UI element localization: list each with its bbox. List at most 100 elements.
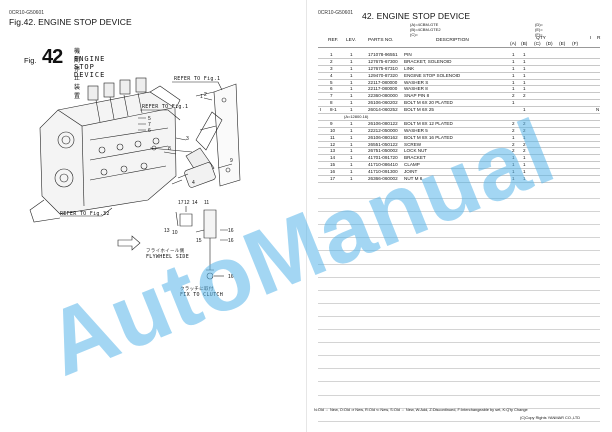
cell-ref: 16 (330, 169, 336, 175)
cell-desc: LOCK NUT (404, 148, 428, 154)
cell-part: 26014-060252 (368, 107, 398, 113)
variant-d: (D)= (535, 22, 543, 27)
empty-row (318, 330, 600, 344)
cell-b: 1 (523, 86, 526, 92)
cell-r: N (596, 107, 600, 113)
cell-b: 2 (523, 148, 526, 154)
cell-part: 171078-96551 (368, 52, 398, 57)
callout-refer-fig1-mid: REFER TO Fig.1 (142, 104, 189, 110)
cell-ref: 8 (330, 100, 333, 106)
cell-desc: SNAP PIN 8 (404, 93, 430, 99)
part-label-7: 7 (148, 122, 151, 128)
model-variants-right: (D)= (E)= (F)= (535, 22, 543, 37)
cell-lev: 1 (350, 93, 353, 99)
cell-lev: 1 (350, 52, 353, 57)
empty-row (318, 278, 600, 291)
cell-lev: 1 (350, 100, 353, 106)
fuel-injection-pump-illustration (29, 77, 181, 223)
variant-b: (B)=4CBM-GTE2 (410, 27, 441, 32)
col-description: DESCRIPTION (436, 38, 469, 43)
part-label-4: 4 (192, 180, 195, 186)
part-label-6: 6 (148, 128, 151, 134)
cell-part: 127675-67300 (368, 58, 398, 64)
cell-desc: BOLT M 8X 12 PLATED (404, 120, 453, 126)
empty-row (318, 251, 600, 265)
cell-b: 1 (523, 134, 526, 140)
cell-a: 1 (512, 58, 515, 64)
cell-desc: WASHER 8 (404, 86, 428, 92)
cell-part: 41701-091720 (368, 155, 398, 161)
left-page-title: Fig.42. ENGINE STOP DEVICE (9, 17, 132, 27)
mounting-bracket-plate (195, 83, 241, 187)
cell-desc: LINK (404, 65, 415, 71)
cell-lev: 1 (350, 127, 353, 133)
cell-part: 26106-080162 (368, 134, 398, 140)
part-label-17: 17 (178, 200, 184, 206)
callout-clutch-jp: クラッチに取付 (180, 287, 214, 292)
cell-b: 1 (523, 176, 526, 182)
cell-lev: 1 (350, 120, 353, 126)
part-label-16: 16 (228, 238, 234, 244)
col-r: R (597, 36, 601, 41)
cell-b: 2 (523, 93, 526, 99)
empty-row (318, 382, 600, 396)
part-label-3: 3 (186, 136, 189, 142)
cell-lev: 1 (350, 65, 353, 71)
model-variants-left: (A)=4CBM-GTE (B)=4CBM-GTE2 (C)= (410, 22, 441, 37)
col-i: I (590, 36, 592, 41)
exploded-parts-diagram (29, 77, 241, 280)
part-label-16c: 16 (228, 274, 234, 280)
cell-b: 1 (523, 52, 526, 57)
cell-a: 2 (512, 141, 515, 147)
cell-b: 2 (523, 141, 526, 147)
table-note: (A=12800.16) (318, 114, 600, 121)
empty-row (318, 238, 600, 252)
variant-f: (F)= (535, 32, 543, 37)
cell-desc: BOLT M 6X 20 PLATED (404, 100, 453, 106)
cell-desc: SCREW (404, 141, 422, 147)
cell-lev: 1 (350, 58, 353, 64)
cell-part: 22117-080000 (368, 79, 398, 85)
figure-title-jp: 機関停止装置 (74, 49, 81, 100)
figure-title-en: ENGINE STOP DEVICE (74, 55, 106, 79)
parts-table-empty-rows (318, 186, 600, 422)
cell-lev: 1 (350, 141, 353, 147)
cell-ref: 15 (330, 162, 336, 168)
cell-a: 1 (512, 176, 515, 182)
cell-desc: NUT M 6 (404, 176, 423, 182)
cell-b: 1 (523, 58, 526, 64)
col-ref: REF. (328, 38, 339, 43)
callout-clutch-en: FIX TO CLUTCH (180, 292, 224, 298)
link-rod (149, 145, 193, 155)
cell-ref: 13 (330, 148, 336, 154)
cell-ref: 11 (330, 134, 335, 140)
part-label-11: 11 (204, 200, 210, 206)
table-header-rule (318, 47, 600, 48)
cell-desc: BRACKET, SOLENOID (404, 58, 452, 64)
cell-part: 22360-080000 (368, 93, 398, 99)
cell-a: 1 (512, 86, 515, 92)
col-qty: QTY (536, 36, 546, 41)
cell-part: 129470-87320 (368, 72, 398, 78)
cell-a: 1 (512, 134, 515, 140)
cell-a: 1 (512, 79, 515, 85)
cell-part: 41710-086410 (368, 162, 398, 168)
cell-a: 2 (512, 127, 515, 133)
empty-row (318, 304, 600, 317)
cell-desc: CLAMP (404, 162, 420, 168)
cell-lev: 1 (350, 162, 353, 168)
empty-row (318, 225, 600, 239)
empty-row (318, 317, 600, 331)
cell-lev: 1 (350, 86, 353, 92)
table-note-text: (A=12800.16) (344, 114, 369, 120)
part-label-10: 10 (172, 230, 178, 236)
callout-refer-fig1-top: REFER TO Fig.1 (174, 76, 221, 82)
cell-part: 127675-67310 (368, 65, 398, 71)
cell-a: 1 (512, 169, 515, 175)
